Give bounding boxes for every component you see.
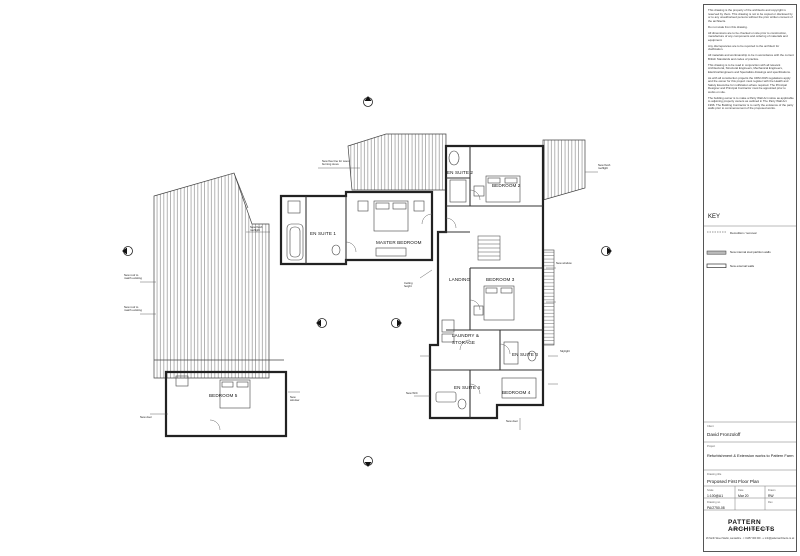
- note: This drawing is the property of the arch…: [708, 8, 793, 23]
- annotation-door-new: New door: [140, 415, 152, 419]
- internal-walls: [305, 146, 543, 418]
- annotation-door-new-b: New door: [506, 419, 518, 423]
- roof-top-right: [542, 139, 586, 201]
- room-label-en-suite-3: EN SUITE 3: [512, 352, 539, 357]
- note: Any discrepancies are to be reported to …: [708, 43, 780, 51]
- key-heading: KEY: [708, 214, 721, 220]
- room-label-en-suite-2: EN SUITE 2: [447, 170, 474, 175]
- section-marker-right: [601, 246, 612, 256]
- general-notes: This drawing is the property of the arch…: [708, 8, 794, 113]
- section-marker-left: [122, 246, 133, 256]
- key-item-partitions: New internal stud partition walls: [730, 250, 771, 254]
- room-label-bedroom-5: BEDROOM 5: [209, 393, 238, 398]
- note: The building owner is to make a Party Wa…: [708, 95, 794, 110]
- number-caption: Drawing no.: [707, 501, 721, 504]
- section-marker-top: [363, 96, 373, 107]
- client-caption: Client: [707, 425, 714, 428]
- revision-caption: Rev: [768, 501, 773, 504]
- annotation-rooflight-left: New flush rooflight: [250, 225, 263, 233]
- section-marker-mid-right: [391, 318, 402, 328]
- client-name: David Fronzoloff: [707, 432, 741, 437]
- room-label-master-bedroom: MASTER BEDROOM: [376, 240, 422, 245]
- room-label-en-suite-4: EN SUITE 4: [454, 385, 481, 390]
- practice-logo-subtitle: ARCHITECTURE · DESIGN: [730, 528, 773, 531]
- key-item-demolition: Demolition / removal: [730, 231, 757, 235]
- annotation-skylight: Skylight: [560, 349, 570, 353]
- project-name: Refurbishment & Extension works to Patte…: [707, 453, 794, 458]
- annotation-rooflight-right: New flush rooflight: [598, 163, 611, 171]
- key-swatches: [706, 231, 727, 268]
- room-label-landing: LANDING: [449, 277, 471, 282]
- roof-top: [347, 133, 447, 191]
- section-marker-bottom: [363, 456, 373, 467]
- room-label-bedroom-4: BEDROOM 4: [502, 390, 531, 395]
- room-label-bedroom-3: BEDROOM 3: [486, 277, 515, 282]
- drawing-title-caption: Drawing title: [707, 473, 722, 476]
- room-label-laundry-storage: LAUNDRY & STORAGE: [452, 333, 480, 345]
- note: As with all construction projects the CD…: [708, 75, 791, 94]
- drawn-caption: Drawn: [768, 489, 776, 492]
- title-block: This drawing is the property of the arch…: [703, 4, 797, 552]
- door-swings: [209, 189, 511, 431]
- annotation-lines: [140, 167, 598, 430]
- annotation-new-flue: New flue line for wood burning stove: [322, 159, 350, 167]
- room-label-bedroom-2: BEDROOM 2: [492, 183, 521, 188]
- scale-caption: Scale: [707, 489, 714, 492]
- scale-value: 1:100@A1: [707, 494, 724, 498]
- annotation-new-roof-lower: New roof to match existing: [124, 305, 142, 313]
- section-marker-mid-left: [316, 318, 327, 328]
- date-caption: Date: [738, 489, 744, 492]
- drawing-title: Proposed First Floor Plan: [707, 479, 760, 484]
- date-value: Mar 20: [738, 494, 749, 498]
- titleblock-grid: [703, 225, 797, 511]
- roof-right-strip: [542, 249, 555, 346]
- roof-left: [153, 172, 284, 379]
- annotation-wc-note: New W/C: [406, 391, 418, 395]
- practice-contact: 26 North Street Studio, Lancashire · t: …: [706, 538, 795, 540]
- annotation-ceiling-line: Ceiling height: [404, 281, 413, 289]
- key-item-external-walls: New external walls: [730, 264, 755, 268]
- annotation-window-new: New window: [290, 395, 300, 403]
- annotation-new-roof-left: New roof to match existing: [124, 273, 142, 281]
- drawing-number: PA/2750-08: [707, 506, 725, 510]
- project-caption: Project: [707, 445, 716, 448]
- annotation-window-new-b: New window: [556, 261, 572, 265]
- note: All dimensions are to be checked on site…: [708, 30, 788, 42]
- note: All materials and workmanship to be in a…: [708, 53, 794, 61]
- fittings: [175, 150, 537, 410]
- practice-logo: PATTERN ARCHITECTS: [728, 519, 775, 533]
- drawn-value: RW: [768, 494, 774, 498]
- note: Do not scale from this drawing.: [708, 24, 748, 29]
- room-label-en-suite-1: EN SUITE 1: [310, 231, 337, 236]
- note: This drawing is to be read in conjunctio…: [708, 62, 791, 74]
